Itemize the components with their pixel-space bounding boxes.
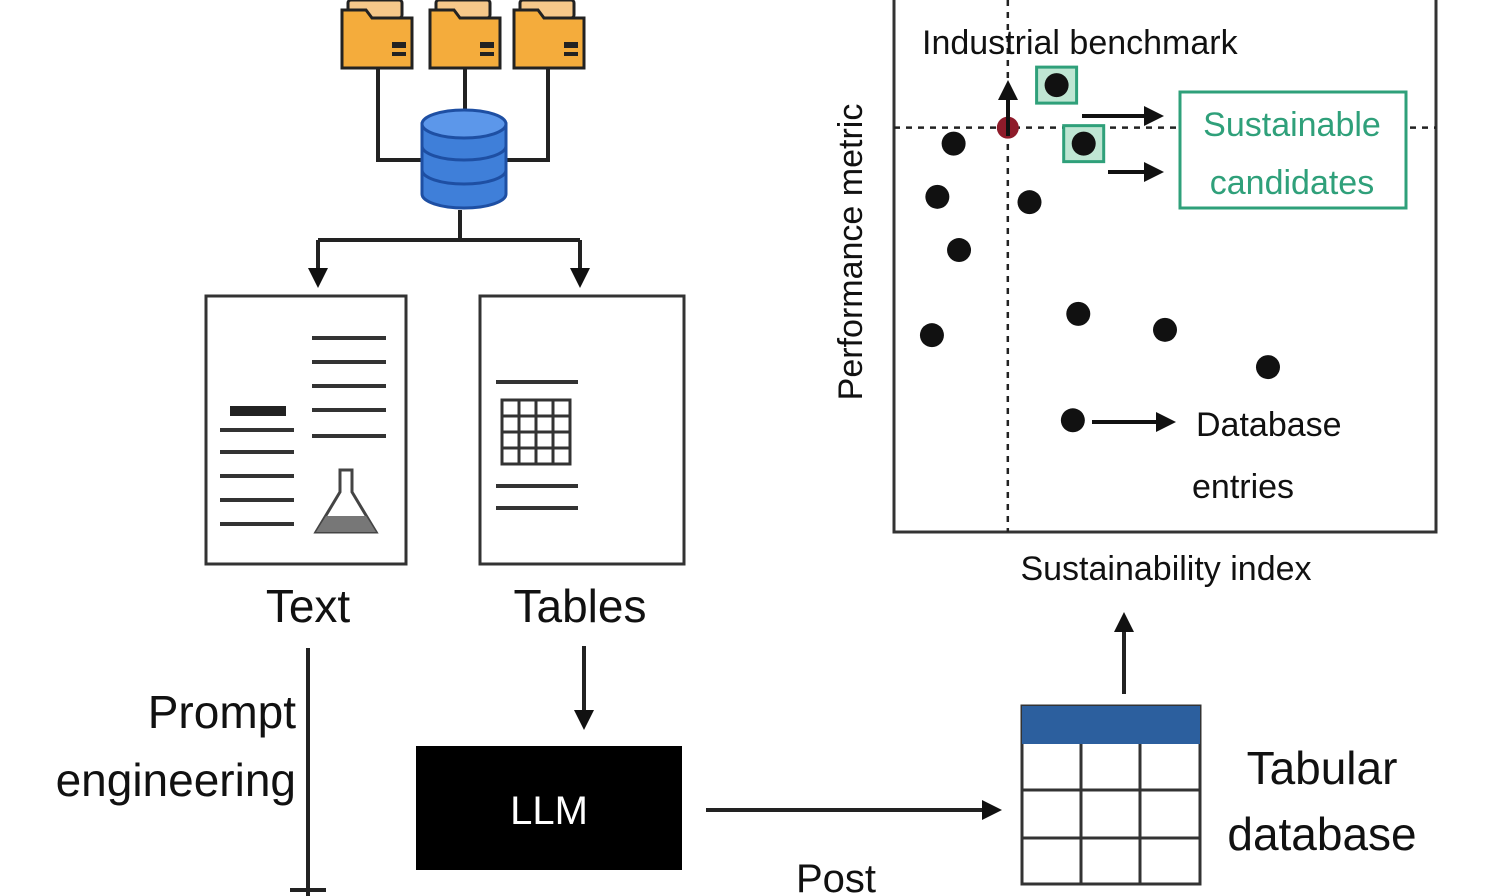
table-grid-icon <box>500 398 572 466</box>
database-entry-point <box>947 238 972 263</box>
database-entry-point <box>1060 408 1085 433</box>
database-entry-point <box>1066 301 1091 326</box>
prompt-label-line1: Prompt <box>148 686 296 738</box>
folder-icon <box>340 0 414 70</box>
text-document-icon <box>204 294 408 566</box>
database-entry-point <box>941 131 966 156</box>
candidates-label-line2: candidates <box>1210 164 1374 202</box>
chart-frame <box>892 0 1438 534</box>
folder-icon-group <box>340 0 586 70</box>
entries-label-line1: Database <box>1196 406 1342 444</box>
database-icon <box>420 108 508 210</box>
document-heading-mark <box>230 406 286 416</box>
post-label: Post <box>796 857 876 896</box>
x-axis-label: Sustainability index <box>1020 550 1311 588</box>
candidate-point <box>1071 131 1096 156</box>
llm-label: LLM <box>510 789 588 833</box>
y-axis-label: Performance metric <box>832 104 870 401</box>
database-entry-point <box>1017 190 1042 215</box>
folder-connectors <box>376 68 550 162</box>
chart-points <box>919 65 1280 433</box>
database-entry-point <box>925 184 950 209</box>
benchmark-label: Industrial benchmark <box>922 24 1239 62</box>
llm-block <box>416 746 682 870</box>
text-label: Text <box>266 580 351 632</box>
scatter-chart: Industrial benchmark Sustainable candida… <box>832 0 1438 588</box>
candidates-box <box>1178 90 1408 210</box>
folder-icon <box>428 0 502 70</box>
tabular-label-line1: Tabular <box>1247 742 1398 794</box>
candidates-label-line1: Sustainable <box>1203 106 1381 144</box>
candidate-point <box>1044 73 1069 98</box>
tabular-database-icon <box>1020 704 1202 886</box>
database-entry-point <box>1255 355 1280 380</box>
database-entry-point <box>1153 317 1177 342</box>
tables-document-icon <box>478 294 686 566</box>
tabular-label-line2: database <box>1227 808 1416 860</box>
entries-label-line2: entries <box>1192 468 1294 506</box>
prompt-label-line2: engineering <box>56 754 296 806</box>
tables-label: Tables <box>514 580 647 632</box>
folder-icon <box>512 0 586 70</box>
split-connector <box>308 210 590 288</box>
flask-icon <box>313 468 379 534</box>
database-entry-point <box>919 323 944 348</box>
